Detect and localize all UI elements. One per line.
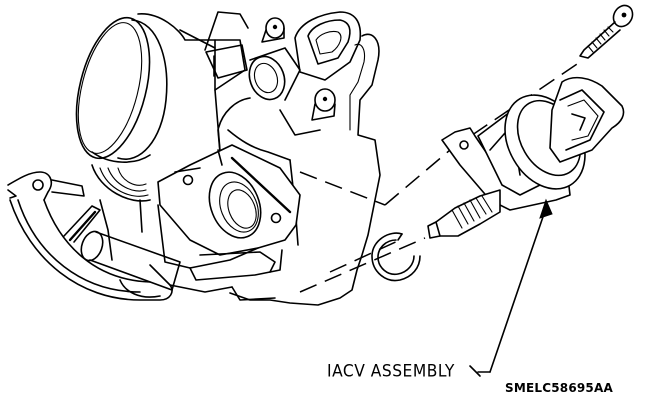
mounting-screw [580, 2, 636, 58]
throttle-body [8, 10, 380, 305]
o-ring [372, 233, 420, 280]
figure-code: SMELC58695AA [505, 381, 613, 395]
assembly-guide-lines [300, 60, 583, 292]
iacv-assembly-callout: IACV ASSEMBLY [327, 361, 455, 381]
iacv-assembly [428, 78, 624, 376]
